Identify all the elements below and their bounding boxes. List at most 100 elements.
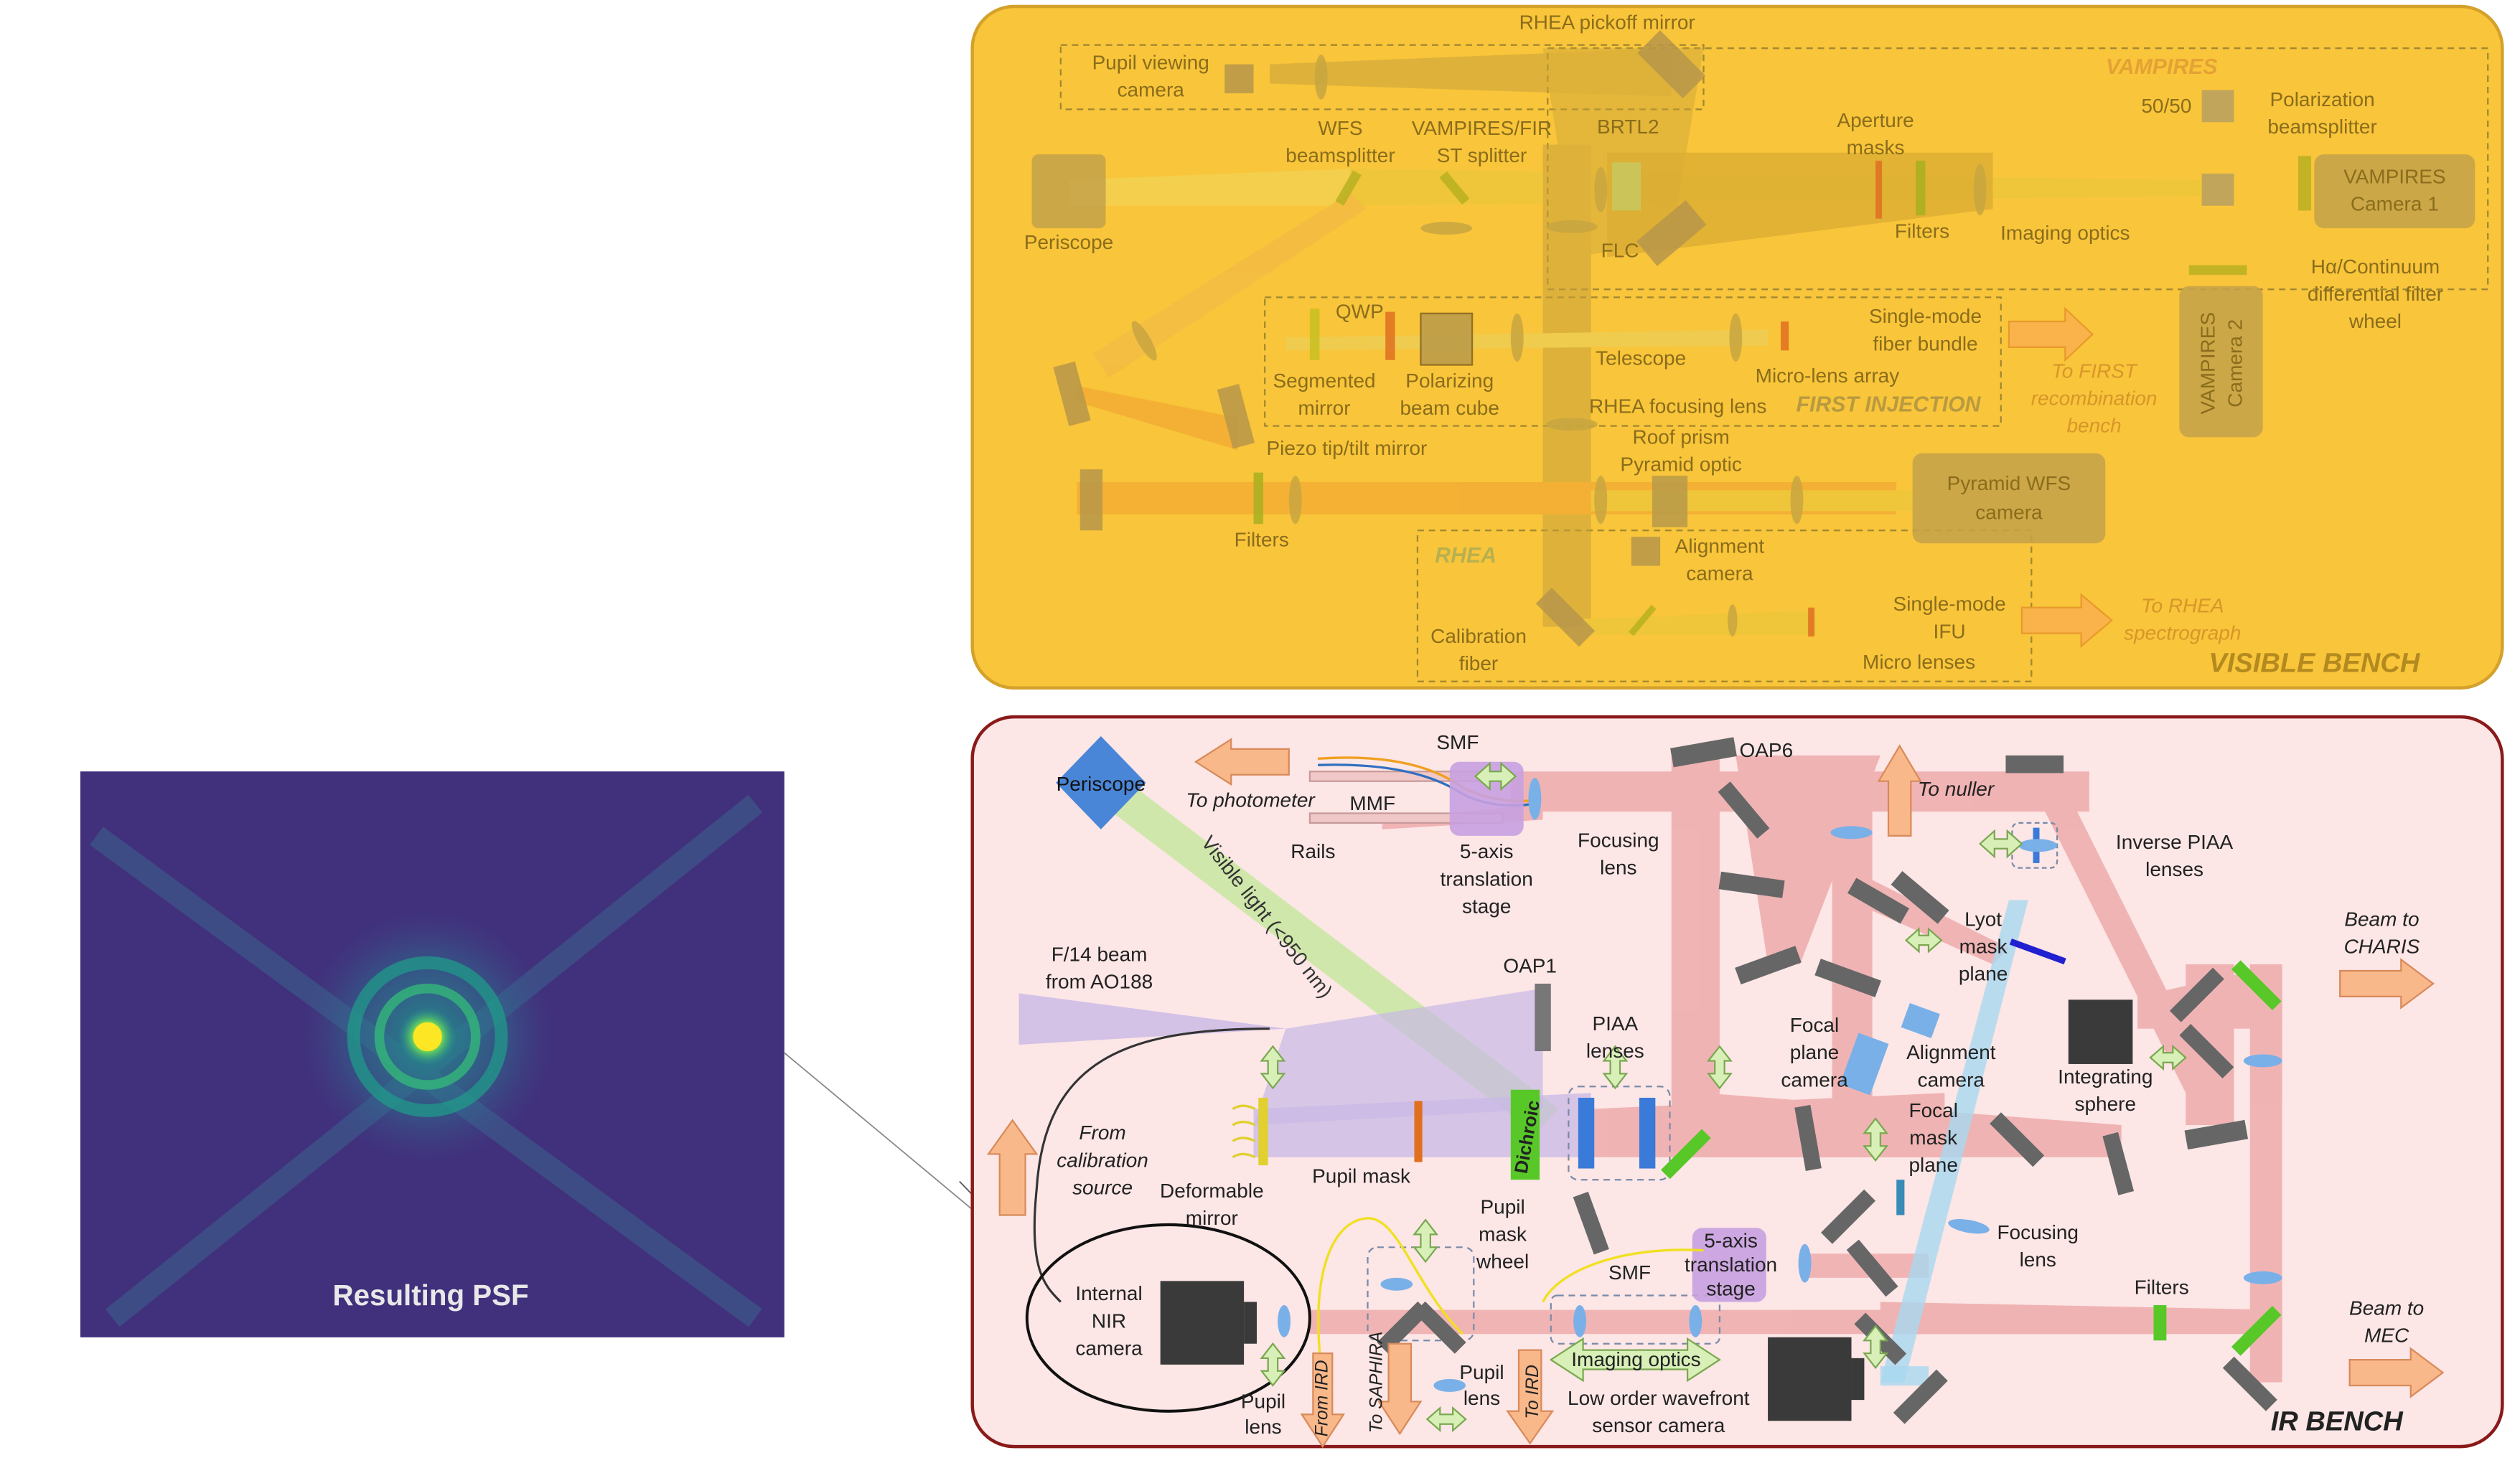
oap1-mirror [1535,983,1551,1052]
label-vampires: VAMPIRES [2106,55,2218,79]
pyramid-wfs-box [1912,453,2106,544]
label-periscope-visible: Periscope [1024,231,1113,253]
smf-fiber-low [1542,1248,1704,1303]
to-saphira-arrow [1377,1342,1423,1436]
pupil-mask [1414,1101,1423,1162]
label-to-photometer: To photometer [1186,789,1316,812]
focal-plane-camera-box [1840,1032,1889,1096]
label-rails: Rails [1291,840,1335,862]
label-filters-lower: Filters [1235,529,1289,551]
five-axis-stage-low [1692,1228,1766,1302]
label-pyramid-optic: Pyramid optic [1620,453,1741,475]
blue-beam [1880,900,2028,1383]
visible-output-arrows [2008,306,2113,648]
psf-panel: Resulting PSF [80,771,784,1337]
label-rhea-pickoff: RHEA pickoff mirror [1519,11,1695,33]
vampires-cam1-box [2314,154,2475,229]
saphira-fiber [1317,1217,1463,1367]
label-first-injection: FIRST INJECTION [1797,392,1982,416]
vampires-cam2-box [2179,286,2263,438]
piaa-lens-1 [1578,1097,1595,1169]
f14-beam [1018,993,1286,1045]
label-imaging-optics: Imaging optics [2000,222,2130,244]
psf-caption: Resulting PSF [333,1279,529,1312]
label-pupil-mask: Pupil mask [1312,1165,1411,1187]
label-filters-ir: Filters [2135,1276,2189,1298]
dichroic [1510,1089,1540,1180]
label-imaging-optics-ir: Imaging optics [1571,1348,1700,1370]
label-oap6: OAP6 [1740,739,1794,761]
label-to-ird: To IRD [1523,1365,1542,1419]
ir-output-arrows [986,738,2445,1449]
to-nuller-arrow [1877,744,1922,837]
label-micro-lens-array: Micro-lens array [1756,364,1900,387]
periscope-box [1031,154,1106,229]
label-periscope-ir: Periscope [1057,773,1146,795]
piaa-lens-2 [1639,1097,1656,1169]
label-rhea: RHEA [1435,544,1496,568]
label-smf-low: SMF [1608,1261,1651,1284]
to-ird-arrow [1506,1349,1555,1445]
ir-bench: Periscope To photometer SMF MMF Rails 5-… [970,715,2504,1449]
piaa-lens-box [1568,1086,1671,1181]
label-micro-lenses: Micro lenses [1863,651,1975,673]
visible-optics [1031,30,2475,647]
from-calibration-arrow [986,1119,1039,1216]
label-qwp: QWP [1336,301,1384,323]
lowfs-camera-body [1768,1337,1852,1421]
label-to-nuller: To nuller [1918,778,1995,800]
label-telescope: Telescope [1596,347,1686,369]
to-first-arrow [2008,306,2094,362]
rhea-box [1416,530,2033,682]
visible-bench-title: VISIBLE BENCH [2208,648,2420,678]
lowfs-box [1550,1294,1721,1345]
to-rhea-arrow [2020,593,2113,648]
ir-bench-title: IR BENCH [2271,1407,2404,1437]
imaging-optics-arrow [1549,1337,1721,1383]
to-photometer-arrow [1194,738,1290,786]
label-flc: FLC [1601,239,1639,261]
label-to-saphira: To SAPHIRA [1367,1332,1387,1433]
beam-to-charis-arrow [2339,958,2435,1010]
internal-nir-camera-body [1160,1281,1245,1365]
saphira-box [1367,1246,1475,1342]
beam-to-mec-arrow [2348,1347,2445,1398]
label-from-ird: From IRD [1313,1360,1332,1437]
label-smf-top: SMF [1436,731,1479,753]
